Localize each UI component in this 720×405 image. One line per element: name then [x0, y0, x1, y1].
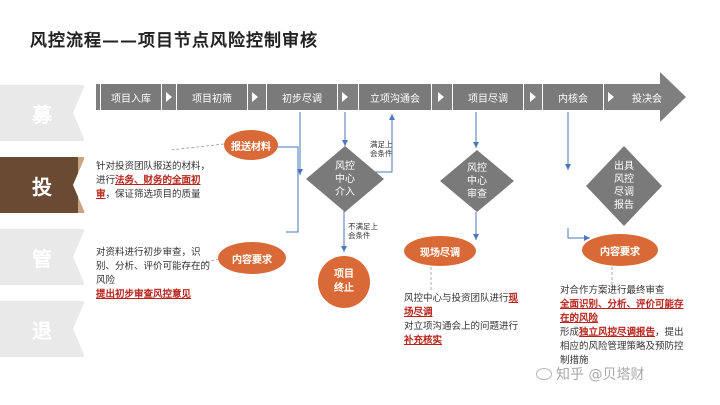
- step-arrow: [166, 92, 172, 102]
- condition-not-meet: 不满足上会条件: [348, 222, 378, 240]
- step-arrow: [252, 92, 258, 102]
- node-content-req-left[interactable]: 内容要求: [218, 242, 286, 274]
- stage-label: 投: [32, 174, 52, 199]
- step-arrow: [342, 92, 348, 102]
- desc-initial-screen: 针对投资团队报送的材料，进行法务、财务的全面初审，保证筛选项目的质量: [96, 161, 211, 200]
- step-preliminary-dd[interactable]: 初步尽调: [266, 83, 338, 111]
- condition-meet: 满足上会条件: [370, 140, 393, 158]
- step-project-dd[interactable]: 项目尽调: [452, 83, 524, 111]
- desc-final-review: 对合作方案进行最终审查 全面识别、分析、评价可能存在的风险 形成独立风控尽调报告…: [560, 285, 684, 366]
- desc-preliminary-dd: 对资料进行初步审查，识别、分析、评价可能存在的风险 提出初步审查风控意见: [96, 247, 211, 300]
- step-internal-review[interactable]: 内核会: [542, 83, 604, 111]
- step-arrow: [438, 92, 444, 102]
- page-title: 风控流程——项目节点风险控制审核: [30, 31, 318, 51]
- node-field-dd[interactable]: 现场尽调: [404, 236, 476, 266]
- stage-fundraising[interactable]: 募: [0, 85, 85, 141]
- node-project-terminate[interactable]: 项目终止: [318, 256, 370, 308]
- step-approval-meeting[interactable]: 立项沟通会: [358, 83, 432, 111]
- node-issue-report[interactable]: 出具 风控 尽调 报告: [586, 146, 662, 226]
- process-arrowhead: [660, 72, 686, 122]
- desc-field-dd: 风控中心与投资团队进行现场尽调 对立项沟通会上的问题进行补充核实: [404, 293, 519, 346]
- step-project-entry[interactable]: 项目入库: [100, 83, 162, 111]
- step-investment-committee[interactable]: 投决会: [632, 93, 662, 105]
- node-risk-intervene[interactable]: 风控 中心 介入: [306, 146, 384, 212]
- node-submit-material[interactable]: 报送材料: [224, 130, 278, 160]
- step-initial-screen[interactable]: 项目初筛: [176, 83, 248, 111]
- step-arrow: [530, 92, 536, 102]
- stage-investment[interactable]: 投: [0, 157, 85, 213]
- watermark: 知乎 @贝塔财: [536, 364, 644, 384]
- stage-management[interactable]: 管: [0, 229, 85, 285]
- stage-label: 管: [32, 246, 52, 271]
- step-arrow: [608, 92, 614, 102]
- zhihu-logo-icon: [536, 368, 552, 380]
- node-content-req-right[interactable]: 内容要求: [582, 234, 658, 266]
- node-risk-review[interactable]: 风控 中心 审查: [440, 150, 514, 212]
- stage-label: 退: [32, 318, 52, 343]
- stage-exit[interactable]: 退: [0, 301, 85, 357]
- stage-label: 募: [32, 102, 52, 127]
